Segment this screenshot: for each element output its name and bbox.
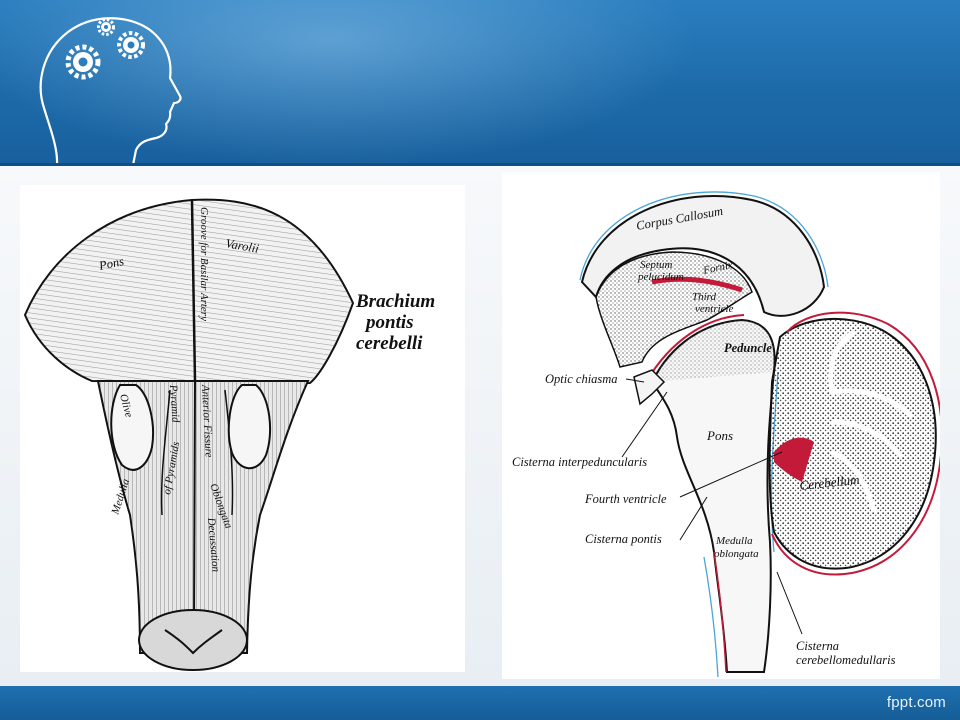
header-banner — [0, 0, 960, 165]
olive-left — [110, 384, 154, 471]
label-olive: Olive — [117, 393, 135, 419]
label-pontis: pontis — [364, 312, 414, 333]
brainstem-ventral-figure: Pons Varolii Groove for Basilar Artery O… — [20, 185, 465, 672]
pons-shape — [23, 198, 355, 385]
corpus-callosum — [579, 191, 829, 317]
footer-bar: fppt.com — [0, 686, 960, 720]
brainstem — [644, 314, 779, 678]
label-cerebellomedullaris: cerebellomedullaris — [796, 653, 896, 667]
label-cerebellum: Cerebellum — [799, 472, 860, 493]
head-gears-logo — [39, 17, 182, 165]
label-cisterna-pontis: Cisterna pontis — [585, 532, 662, 546]
gear-icon — [65, 44, 101, 80]
label-decussation: Decussation — [205, 516, 222, 573]
label-anterior-fissure: Anterior Fissure — [199, 384, 215, 458]
label-varolii: Varolii — [224, 236, 260, 256]
footer-brand-link[interactable]: fppt.com — [886, 694, 946, 711]
label-pons: Pons — [706, 428, 733, 443]
label-pyramid: Pyramid — [167, 383, 182, 423]
label-septum: Septum — [640, 259, 672, 271]
sagittal-section-figure: Corpus Callosum Septum pelucidum Fornix … — [502, 172, 943, 679]
label-brachium: Brachium — [355, 291, 435, 312]
leader-lines — [621, 378, 803, 635]
gear-icon — [97, 18, 115, 36]
label-peduncle: Peduncle — [724, 341, 772, 355]
label-cerebelli: cerebelli — [356, 333, 423, 354]
septum-region — [595, 251, 753, 368]
spinal-cord-cut — [138, 609, 248, 671]
label-cisterna: Cisterna — [796, 639, 839, 653]
label-pons: Pons — [97, 254, 125, 273]
label-medulla: Medulla — [715, 535, 753, 547]
banner-divider — [0, 163, 960, 166]
label-oblongata: oblongata — [714, 548, 759, 560]
olive-right — [227, 384, 272, 470]
label-basilar-groove: Groove for Basilar Artery — [198, 207, 210, 321]
label-pelucidum: pelucidum — [637, 271, 684, 283]
label-cisterna-interpeduncularis: Cisterna interpeduncularis — [512, 455, 647, 469]
label-fourth-ventricle: Fourth ventricle — [584, 492, 667, 506]
label-third: Third — [692, 291, 717, 303]
gear-icon — [117, 31, 145, 59]
label-optic-chiasma: Optic chiasma — [545, 372, 618, 386]
optic-chiasma — [633, 369, 666, 406]
label-third-ventricle: ventricle — [695, 303, 734, 315]
cerebellum — [768, 311, 943, 576]
